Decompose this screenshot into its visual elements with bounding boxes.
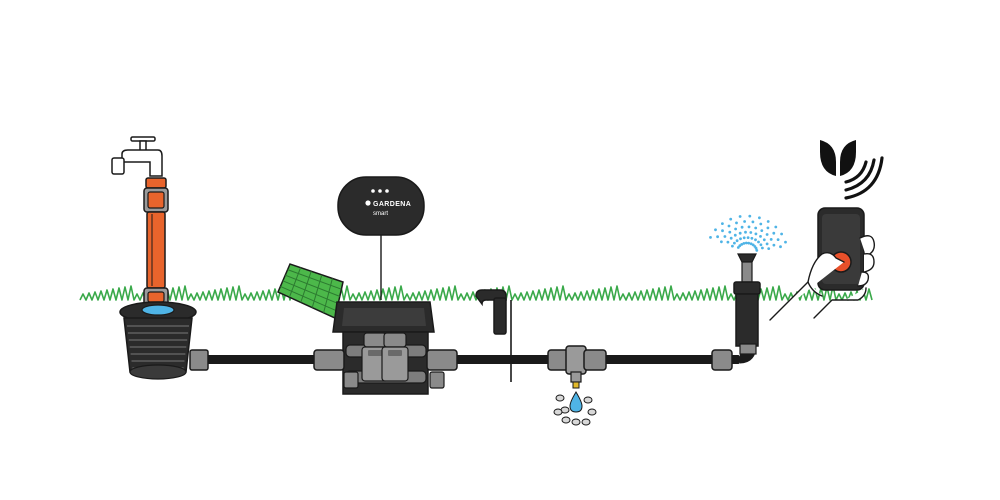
smartphone-icon	[769, 207, 876, 321]
drip-emitter-icon	[547, 345, 607, 426]
water-tap-icon	[111, 136, 169, 307]
app-logo-icon	[820, 140, 884, 200]
gateway-led	[378, 189, 382, 193]
water-socket	[119, 301, 209, 380]
valve-box-lid	[277, 263, 344, 320]
hand	[769, 235, 876, 321]
soil-sensor-icon	[475, 289, 512, 382]
valve	[381, 332, 409, 382]
gateway-led	[371, 189, 375, 193]
main-pipe	[200, 300, 757, 364]
brand-logo-icon	[365, 200, 371, 206]
valve-box-icon	[277, 263, 458, 395]
gateway-brand: GARDENA	[373, 201, 411, 208]
gateway-model: smart	[373, 211, 388, 217]
gateway-led	[385, 189, 389, 193]
smart-gateway-icon: GARDENA smart	[337, 176, 425, 300]
pop-up-sprinkler-icon	[709, 214, 787, 371]
